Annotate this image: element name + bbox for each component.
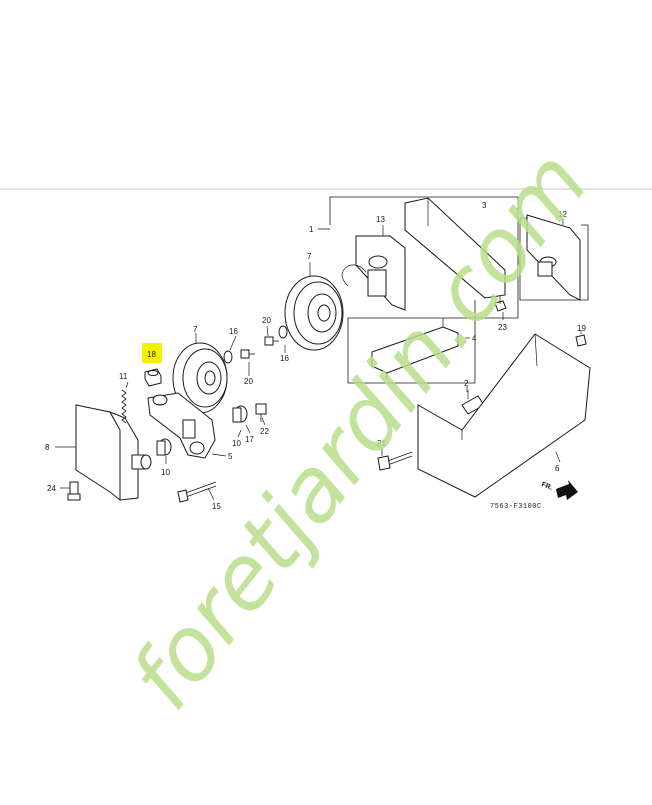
front-direction-label: FR.	[540, 481, 553, 491]
bushing-17	[232, 405, 248, 423]
callout-6: 6	[555, 464, 560, 473]
callout-19: 19	[577, 324, 586, 333]
part-12-assembly	[519, 214, 589, 301]
leader-lines	[55, 219, 582, 501]
pulley-7-upper	[284, 262, 344, 351]
bolt-20-upper	[264, 336, 279, 346]
bolt-15	[177, 481, 217, 503]
front-direction-arrow	[556, 480, 578, 500]
part-13-support	[341, 235, 406, 311]
washer-16-lower	[223, 350, 233, 364]
callout-7-upper: 7	[307, 252, 312, 261]
part-8-bracket	[75, 404, 152, 502]
callout-10: 10	[161, 468, 170, 477]
callout-4: 4	[472, 334, 477, 343]
callout-16-upper: 16	[280, 354, 289, 363]
callout-21: 21	[377, 439, 386, 448]
callout-7-lower: 7	[193, 325, 198, 334]
part-6-cover	[417, 333, 591, 498]
callout-8: 8	[45, 443, 50, 452]
part-3-plate	[404, 197, 506, 299]
bolt-22	[255, 403, 267, 422]
callout-1: 1	[309, 225, 314, 234]
callout-10-right: 10	[232, 439, 241, 448]
callout-12: 12	[558, 210, 567, 219]
spring-11	[121, 389, 127, 424]
bolt-19	[575, 334, 587, 347]
part-5-idler-arm	[147, 392, 216, 459]
callout-16-lower: 16	[229, 327, 238, 336]
callout-20-upper: 20	[262, 316, 271, 325]
callout-17: 17	[245, 435, 254, 444]
pulley-7-lower	[172, 333, 228, 414]
collar-10	[156, 438, 172, 456]
bolt-24	[67, 481, 81, 501]
callout-2: 2	[464, 379, 469, 388]
callout-23: 23	[498, 323, 507, 332]
callout-3: 3	[482, 201, 487, 210]
callout-11: 11	[119, 372, 128, 381]
assembly-box-1	[318, 196, 519, 384]
part-4-bracket	[371, 318, 459, 380]
callout-18: 18	[147, 350, 156, 359]
washer-16-upper	[278, 325, 288, 339]
callout-20-lower: 20	[244, 377, 253, 386]
callout-13: 13	[376, 215, 385, 224]
callout-15: 15	[212, 502, 221, 511]
highlight-box-18	[142, 343, 162, 363]
callout-5: 5	[228, 452, 233, 461]
callout-24: 24	[47, 484, 56, 493]
bolt-20-lower	[240, 349, 255, 359]
callout-22: 22	[260, 427, 269, 436]
callout-labels: 1 2 3 4 5 6 7 7 8 10 10 11 12 13 15 16 1…	[45, 201, 586, 511]
drawing-code: 7563-F3100C	[490, 503, 542, 511]
bolt-23	[494, 296, 507, 312]
bolt-21	[377, 451, 413, 471]
nut-18	[144, 368, 162, 387]
